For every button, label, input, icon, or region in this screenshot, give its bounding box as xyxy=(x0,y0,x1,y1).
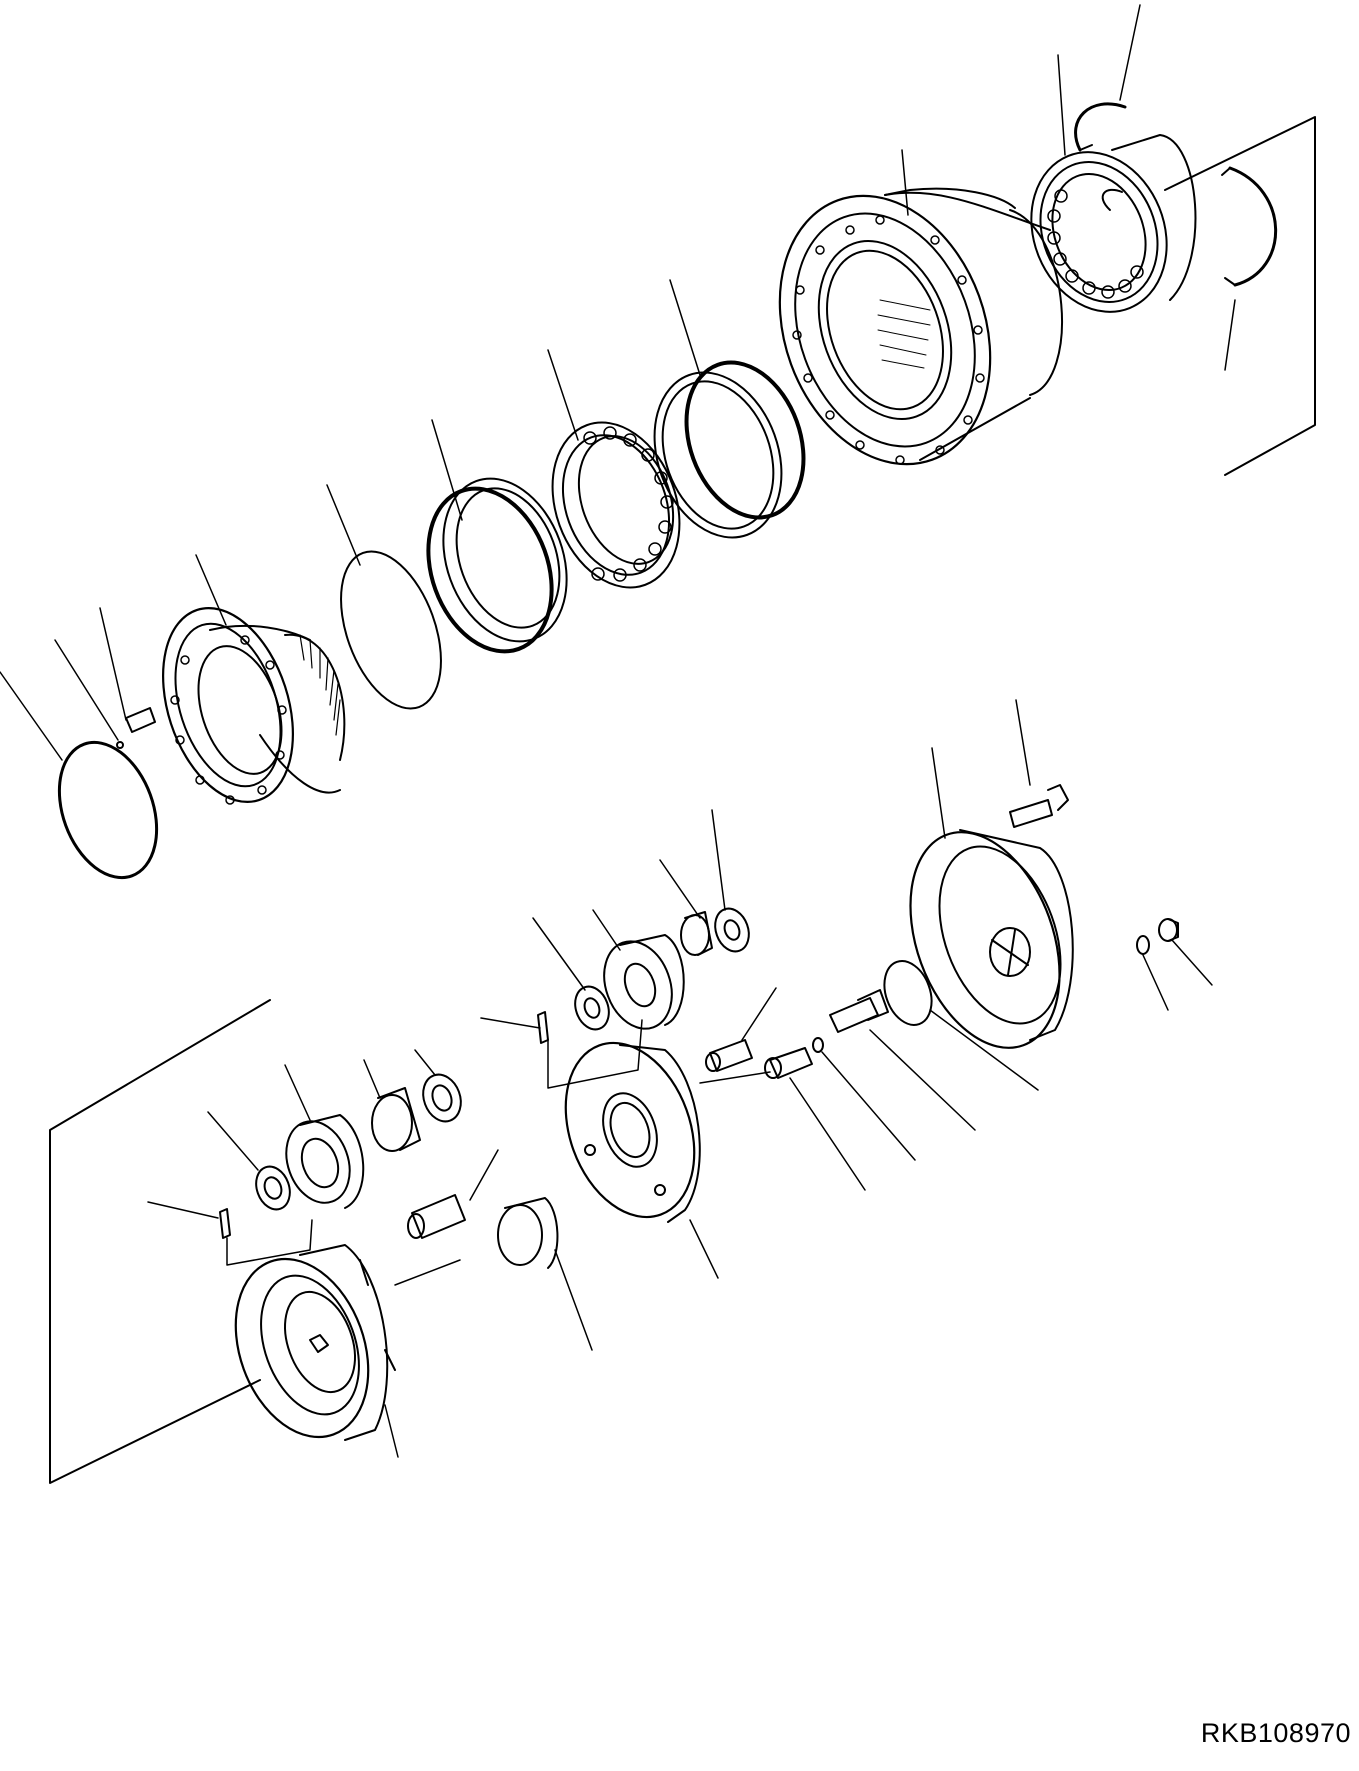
o-ring-seal xyxy=(340,550,442,710)
planet-gear-2nd xyxy=(603,934,685,1030)
drawing-code: RKB108970 xyxy=(1200,1718,1351,1748)
cover-plate xyxy=(909,829,1074,1049)
assembly-bracket-left xyxy=(49,999,271,1484)
connector-lines-2nd xyxy=(547,1019,771,1089)
bearing-balls xyxy=(583,426,674,582)
planet-shaft-1st xyxy=(407,1194,466,1239)
thrust-washer-1st xyxy=(422,1073,462,1123)
assembly-bracket-right xyxy=(1164,116,1316,476)
dowel-pin-hub xyxy=(125,707,156,733)
bearing-balls xyxy=(1047,189,1144,299)
snap-ring-top xyxy=(1074,102,1127,211)
drive-case-housing xyxy=(778,187,1063,466)
hub-bolt-holes xyxy=(170,635,287,805)
thrust-washer-2nd-b xyxy=(574,985,610,1031)
small-snap-ring xyxy=(812,1037,824,1053)
o-ring-left xyxy=(57,740,159,880)
drain-plug xyxy=(1158,918,1179,942)
thrust-washer-1st-b xyxy=(255,1165,291,1211)
plug-small xyxy=(116,741,124,749)
leader-lines-upper xyxy=(0,4,1236,761)
sun-gear-1st xyxy=(497,1197,559,1269)
gear-teeth xyxy=(299,634,341,736)
plug-o-ring xyxy=(1136,935,1150,955)
outer-bearing-right xyxy=(1030,134,1197,313)
mounting-bolt xyxy=(1009,784,1069,828)
internal-spline xyxy=(877,299,931,369)
thrust-cap xyxy=(883,960,933,1026)
housing-bolt-holes xyxy=(792,215,985,465)
needle-bearing-2nd xyxy=(680,911,713,956)
leader-lines-lower xyxy=(147,699,1213,1458)
main-ball-bearing xyxy=(551,421,681,589)
spring-pin-1st xyxy=(219,1208,231,1239)
retaining-ring-right xyxy=(1221,166,1278,287)
hub-gear xyxy=(162,607,346,805)
needle-bearing-1st xyxy=(371,1087,421,1152)
planet-shaft-2nd xyxy=(705,1039,753,1072)
sun-shaft xyxy=(829,989,889,1033)
carrier-1st xyxy=(234,1244,396,1441)
connector-lines-1st xyxy=(226,1219,461,1286)
planet-gear-1st xyxy=(285,1114,365,1209)
carrier-2nd xyxy=(564,1041,701,1223)
floating-seal-inner xyxy=(426,477,568,654)
floating-seal-outer xyxy=(653,360,806,539)
needle-bearing-sleeve xyxy=(764,1047,813,1079)
thrust-washer-2nd xyxy=(714,907,750,953)
